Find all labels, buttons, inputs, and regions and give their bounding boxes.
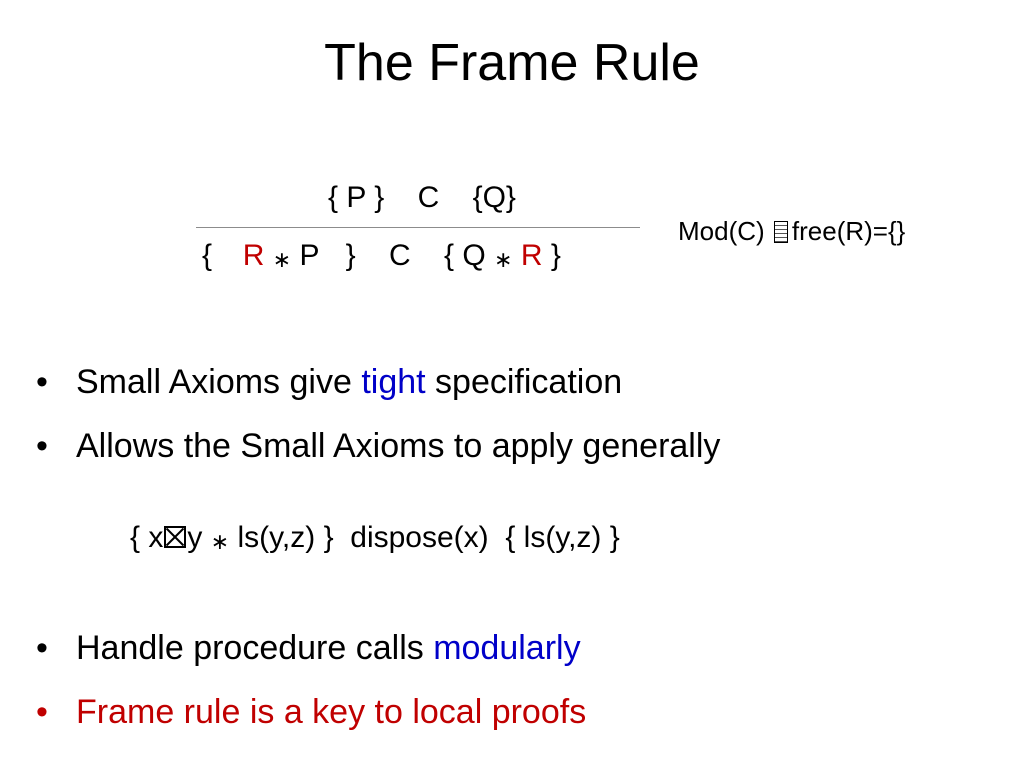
- side-condition-right: free(R)={}: [791, 216, 906, 246]
- points-to-icon: [164, 526, 187, 548]
- bullet-item: • Small Axioms give tight specification: [36, 358, 996, 406]
- example-y: y: [187, 521, 203, 554]
- bullet-item: • Allows the Small Axioms to apply gener…: [36, 422, 996, 470]
- conclusion-close-brace: }: [550, 239, 561, 272]
- bullet-list-top: • Small Axioms give tight specification …: [36, 358, 996, 486]
- rule-premise: { P } C {Q}: [196, 176, 640, 220]
- bullet-dot: •: [36, 427, 48, 465]
- frame-rule: { P } C {Q} { R ∗ P } C { Q ∗ R }: [196, 176, 640, 280]
- separating-star-right: ∗: [494, 247, 513, 272]
- bullet-highlight-modularly: modularly: [433, 629, 581, 667]
- frame-r-right: R: [520, 239, 543, 272]
- conclusion-p: P: [299, 239, 319, 272]
- bullet-text: Small Axioms give: [76, 363, 362, 401]
- conclusion-open-brace: {: [202, 239, 213, 272]
- missing-glyph-icon: [773, 221, 788, 243]
- inference-line: [196, 227, 640, 228]
- example-open: { x: [130, 521, 164, 554]
- bullet-text: Handle procedure calls: [76, 629, 434, 667]
- bullet-text: specification: [425, 363, 623, 401]
- premise-text: { P } C {Q}: [328, 181, 516, 214]
- bullet-dot: •: [36, 629, 48, 667]
- separating-star-left: ∗: [272, 247, 292, 272]
- bullet-dot: •: [36, 363, 48, 401]
- bullet-highlight-tight: tight: [361, 363, 426, 401]
- dispose-example: { x y ∗ ls(y,z) } dispose(x) { ls(y,z) }: [130, 516, 620, 562]
- side-condition-left: Mod(C): [678, 216, 765, 246]
- side-condition: Mod(C) free(R)={}: [678, 214, 905, 248]
- frame-r-left: R: [242, 239, 265, 272]
- bullet-text: Frame rule is a key to local proofs: [76, 693, 587, 731]
- bullet-item-highlighted: • Frame rule is a key to local proofs: [36, 688, 996, 736]
- slide-title: The Frame Rule: [324, 34, 700, 92]
- bullet-list-bottom: • Handle procedure calls modularly • Fra…: [36, 624, 996, 752]
- bullet-text: Allows the Small Axioms to apply general…: [76, 427, 721, 465]
- example-star: ∗: [210, 529, 230, 554]
- rule-conclusion: { R ∗ P } C { Q ∗ R }: [196, 234, 640, 280]
- bullet-item: • Handle procedure calls modularly: [36, 624, 996, 672]
- bullet-dot: •: [36, 693, 48, 731]
- conclusion-middle: } C { Q: [345, 239, 486, 272]
- example-rest: ls(y,z) } dispose(x) { ls(y,z) }: [237, 521, 620, 554]
